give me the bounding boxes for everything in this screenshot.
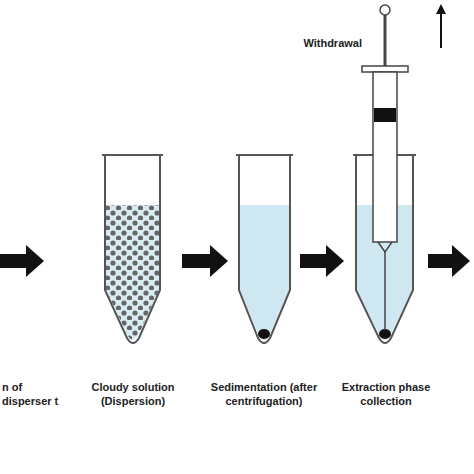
step-caption: n of disperser t bbox=[0, 380, 60, 408]
action-label: Withdrawal bbox=[290, 36, 362, 50]
step-caption: Cloudy solution (Dispersion) bbox=[80, 380, 186, 408]
syringe bbox=[362, 5, 408, 330]
withdrawal-arrow bbox=[436, 4, 446, 48]
cloudy-tube bbox=[102, 155, 163, 343]
step-caption: Sedimentation (after centrifugation) bbox=[196, 380, 332, 408]
sediment-tube bbox=[236, 155, 293, 343]
step-caption: Extraction phase collection bbox=[334, 380, 438, 408]
